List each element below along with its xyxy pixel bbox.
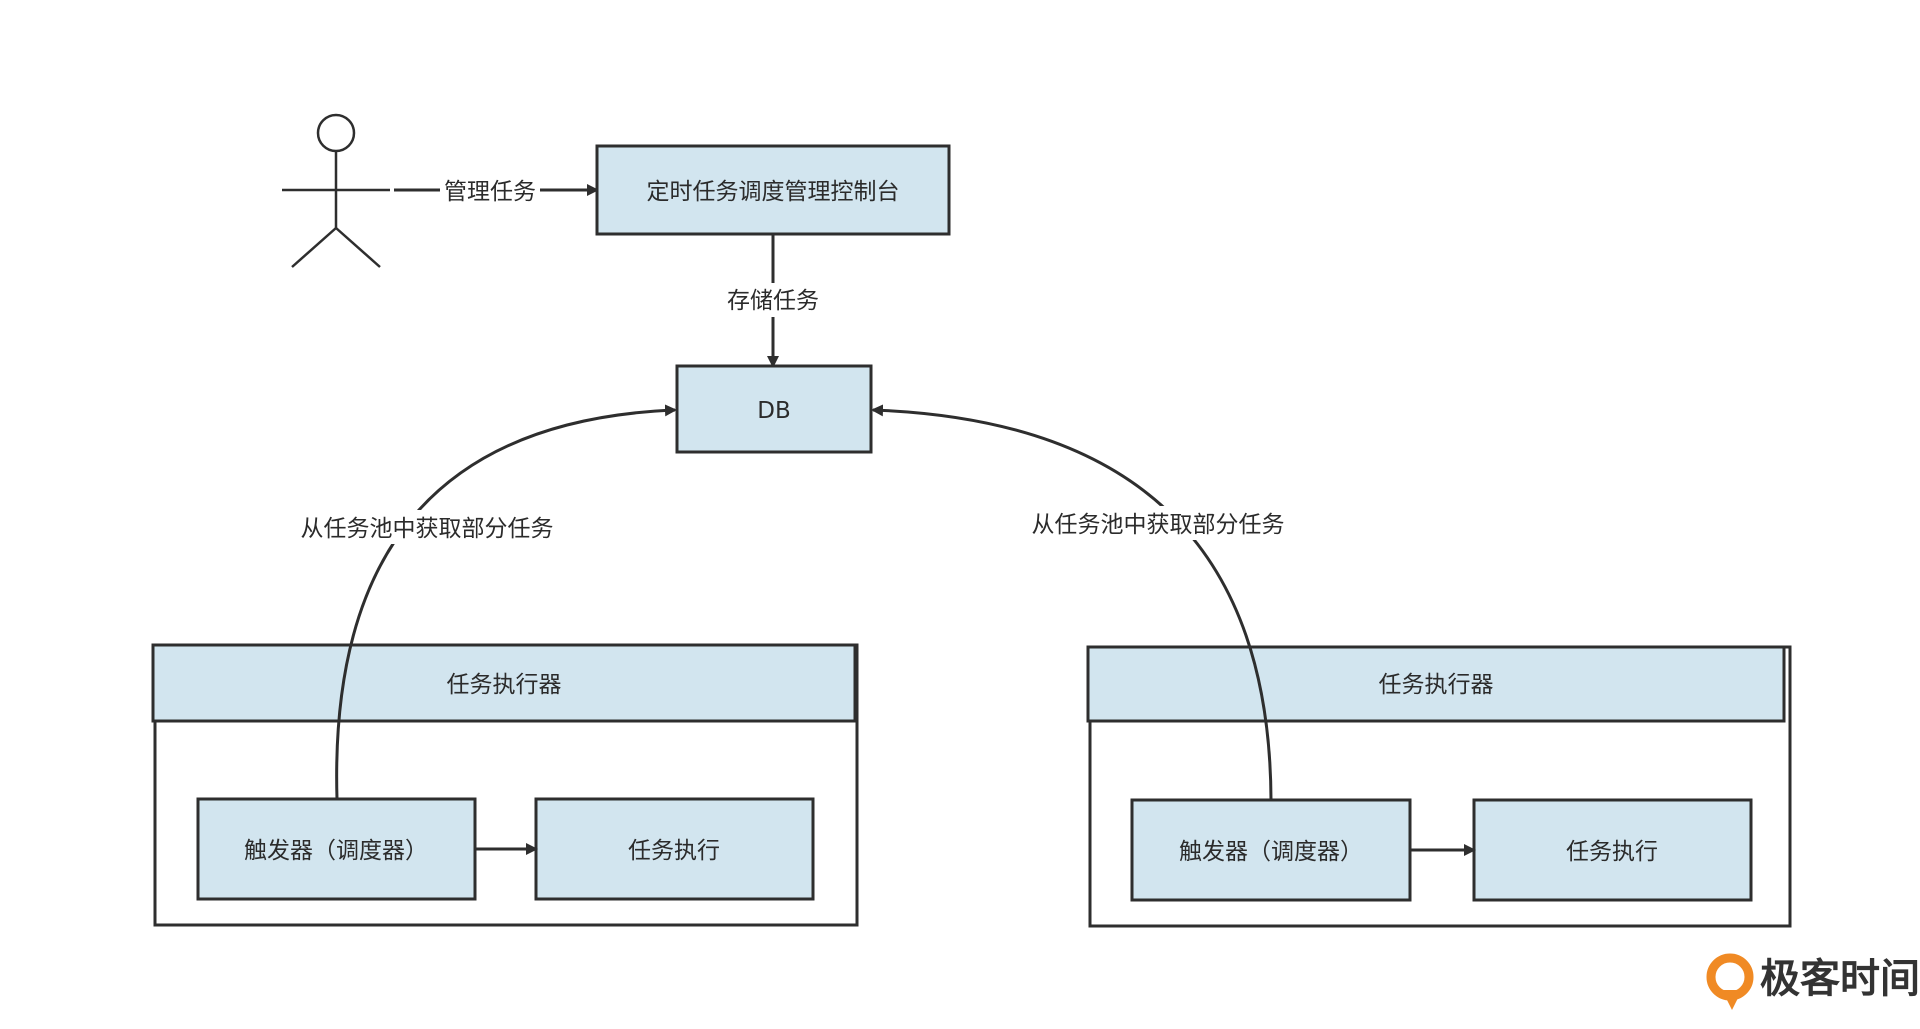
execute-label-right: 任务执行	[1566, 839, 1658, 865]
brand-logo: 极客时间	[1706, 953, 1920, 1010]
db-label: DB	[757, 398, 791, 424]
db-node: DB	[675, 364, 873, 454]
fetch-label-right: 从任务池中获取部分任务	[1032, 512, 1285, 538]
actor-icon	[282, 113, 390, 268]
geektime-logo-icon	[1706, 953, 1754, 1010]
trigger-label-right: 触发器（调度器）	[1179, 839, 1363, 865]
fetch-label-right-bg	[1036, 506, 1280, 540]
trigger-label-left: 触发器（调度器）	[244, 838, 428, 864]
fetch-label-left-bg	[305, 510, 549, 544]
store-task-label: 存储任务	[727, 288, 819, 314]
executor-title-right: 任务执行器	[1379, 672, 1494, 698]
trigger-node-left	[196, 797, 477, 901]
manage-label-bg	[440, 174, 540, 208]
executor-group-right: 任务执行器 触发器（调度器） 任务执行	[1086, 645, 1792, 928]
execute-label-left: 任务执行	[628, 838, 720, 864]
manage-task-label: 管理任务	[444, 179, 536, 205]
console-label: 定时任务调度管理控制台	[647, 179, 900, 205]
execute-node-right	[1472, 798, 1753, 902]
store-label-bg	[722, 283, 824, 317]
executor-header-left	[151, 643, 857, 723]
executor-group-left: 任务执行器 触发器（调度器） 任务执行	[151, 643, 859, 927]
console-node: 定时任务调度管理控制台	[595, 144, 951, 236]
executor-title-left: 任务执行器	[447, 672, 562, 698]
fetch-label-left: 从任务池中获取部分任务	[301, 516, 554, 542]
brand-name: 极客时间	[1760, 956, 1920, 1002]
executor-header-right	[1086, 645, 1786, 723]
